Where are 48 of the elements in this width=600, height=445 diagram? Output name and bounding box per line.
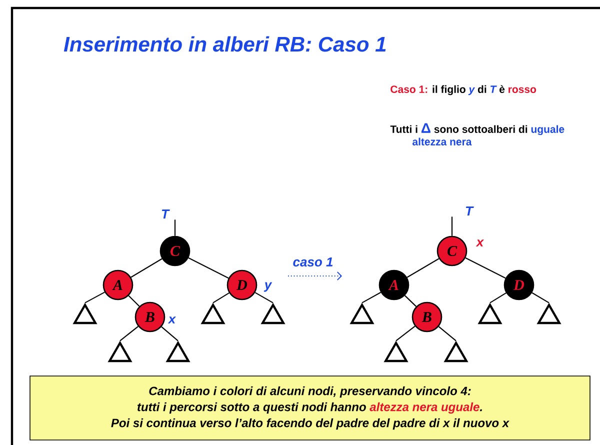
tree-node: D bbox=[504, 270, 534, 300]
tree-node: C bbox=[436, 236, 468, 266]
title: Inserimento in alberi RB: Caso 1 bbox=[64, 36, 386, 52]
label: Δ bbox=[421, 123, 430, 133]
label: rosso bbox=[508, 87, 536, 94]
tree-edge bbox=[84, 292, 105, 304]
pointer-label: T bbox=[162, 210, 170, 218]
tree-edge bbox=[188, 257, 229, 279]
label: altezza nera bbox=[412, 138, 472, 146]
label: sono sottoalberi di bbox=[434, 125, 528, 133]
tree-edge bbox=[128, 295, 140, 307]
tree-edge bbox=[120, 326, 138, 342]
note-box: Cambiamo i colori di alcuni nodi, preservando vincolo 4: tutti i percorsi sotto a questi nodi hanno altezza nera uguale. Poi si continua verso l’alto facendo del padre del padre di x il nuovo x bbox=[30, 376, 590, 440]
label: è bbox=[500, 85, 505, 94]
pointer-label: x bbox=[476, 240, 484, 246]
tree-edge bbox=[490, 292, 506, 304]
tree-node: D bbox=[226, 270, 258, 300]
label: il figlio bbox=[432, 85, 466, 96]
tree-node: A bbox=[378, 270, 410, 300]
label: di bbox=[478, 85, 486, 94]
note-text: Caso 1: il figlio y di T è rosso bbox=[390, 85, 536, 96]
tree-edge bbox=[212, 292, 230, 304]
tree-edge bbox=[451, 216, 453, 236]
tree-node: B bbox=[134, 302, 166, 332]
label: y bbox=[468, 87, 476, 96]
tree-edge bbox=[362, 292, 382, 304]
tree-edge bbox=[396, 326, 416, 342]
label: Caso 1: bbox=[390, 86, 428, 94]
tree-edge bbox=[254, 292, 274, 304]
label: uguale bbox=[531, 125, 564, 136]
tree-edge bbox=[161, 326, 178, 342]
note-text: Tutti i Δ sono sottoalberi di uguale altezza nera bbox=[390, 123, 564, 146]
arrow-label: caso 1 bbox=[293, 257, 333, 267]
tree-edge bbox=[404, 295, 416, 307]
pointer-label: y bbox=[264, 282, 272, 292]
pointer-label: T bbox=[466, 206, 474, 216]
label: Tutti i bbox=[390, 125, 418, 133]
tree-edge bbox=[438, 326, 456, 342]
tree-edge bbox=[465, 257, 506, 279]
tree-edge bbox=[174, 220, 176, 236]
pointer-label: x bbox=[168, 316, 176, 324]
tree-node: C bbox=[160, 236, 190, 266]
tree-edge bbox=[406, 258, 440, 278]
tree-node: A bbox=[102, 270, 134, 300]
label: T bbox=[490, 86, 497, 93]
tree-edge bbox=[532, 292, 550, 304]
tree-edge bbox=[130, 258, 162, 278]
tree-node: B bbox=[412, 302, 442, 332]
